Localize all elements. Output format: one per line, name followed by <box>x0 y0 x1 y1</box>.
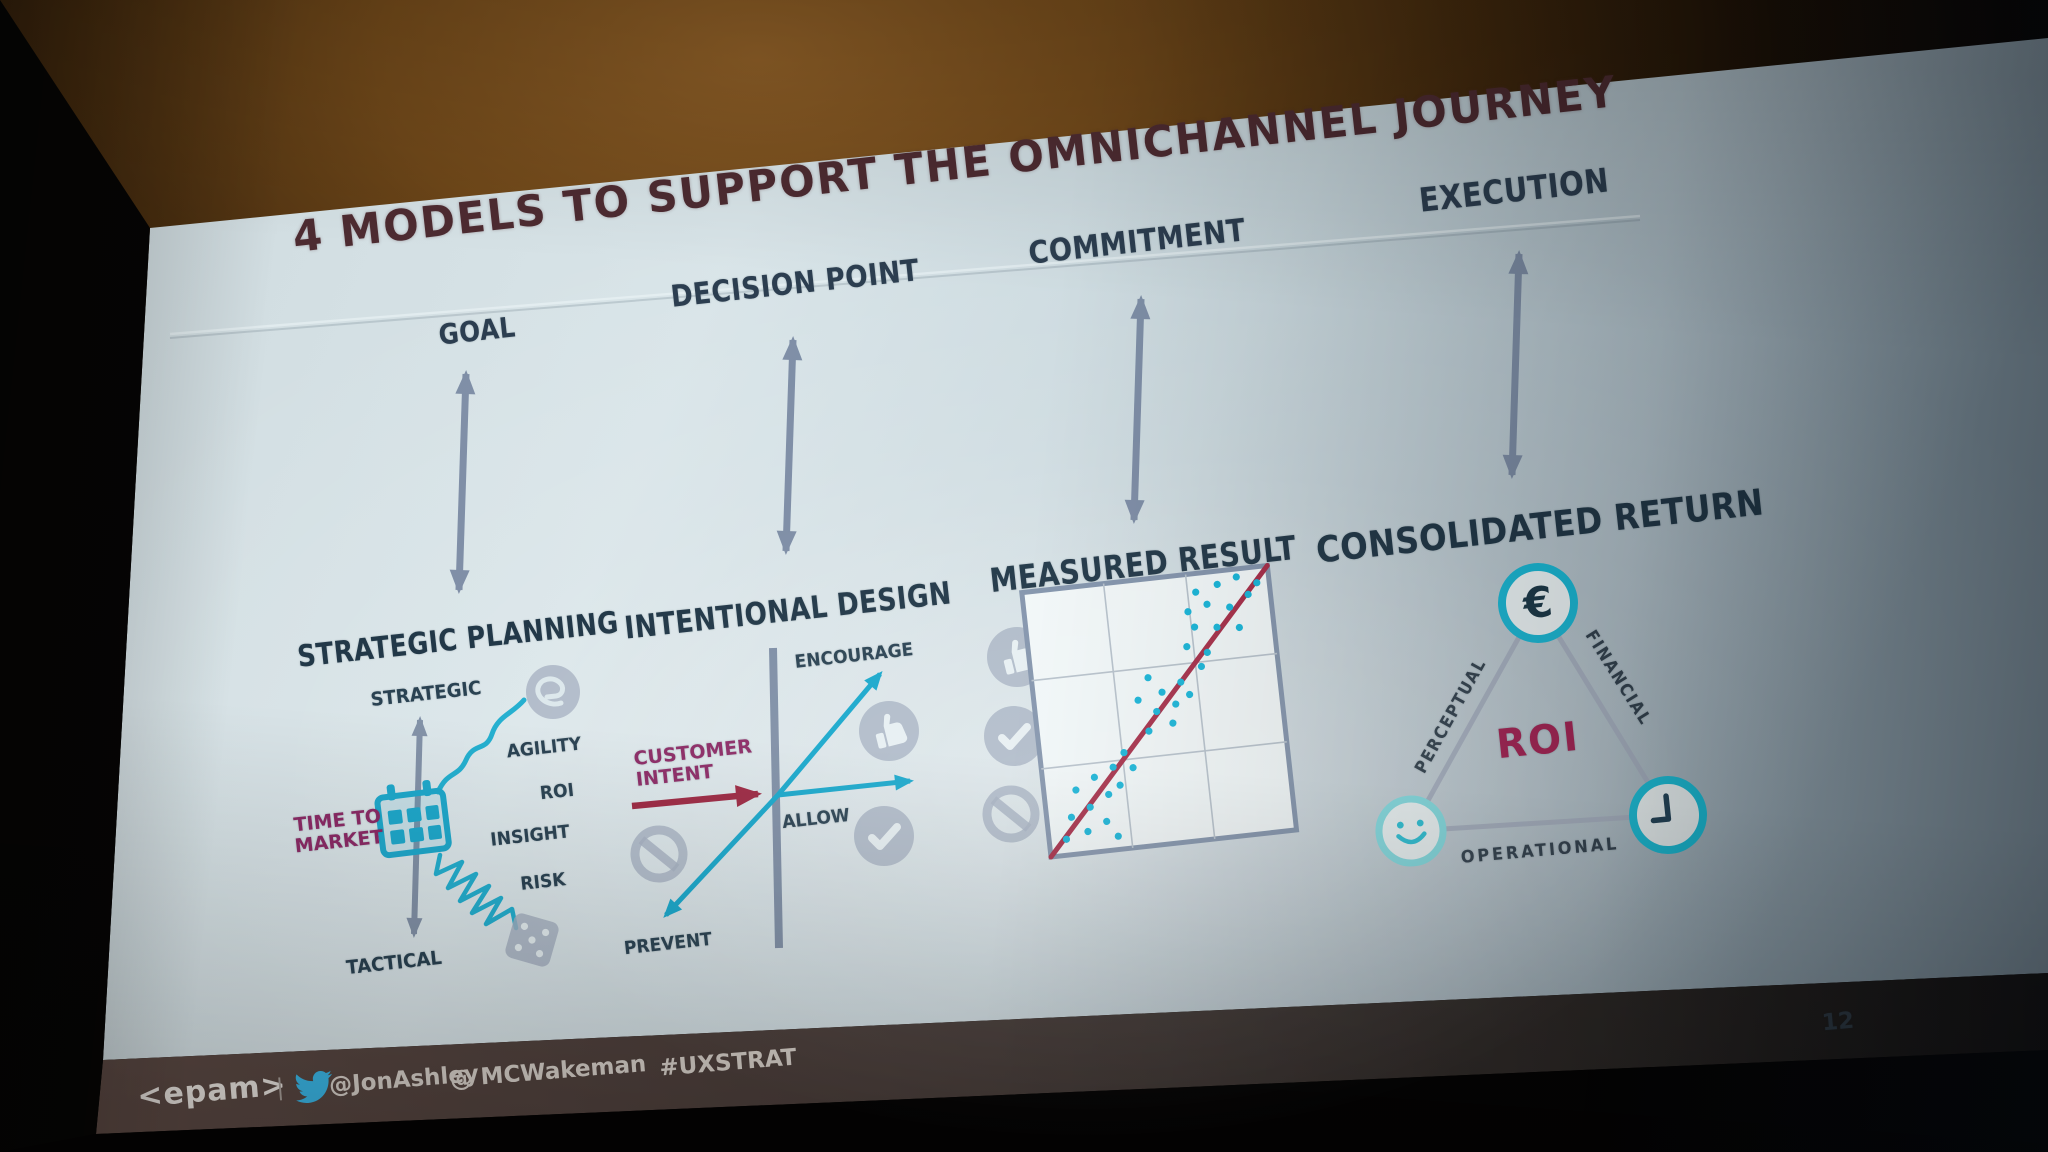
scatter-point <box>1158 688 1166 696</box>
scatter-point <box>1084 827 1092 836</box>
scatter-point <box>1114 832 1122 840</box>
scatter-point <box>1169 719 1177 727</box>
triangle-edges <box>1408 601 1671 834</box>
scatter-point <box>1129 764 1137 772</box>
execution-double-arrow <box>1502 250 1529 479</box>
scatter-point <box>1190 623 1199 631</box>
screen-seam-shadow <box>169 219 1641 339</box>
euro-coin-icon: € <box>1498 563 1578 643</box>
smiley-face-icon <box>1375 795 1447 867</box>
scatter-point <box>1105 790 1113 799</box>
customer-intent-arrow <box>631 785 762 810</box>
scatter-point <box>1244 590 1252 598</box>
scatter-point <box>1184 608 1192 616</box>
strategic-tactical-axis-arrow <box>406 716 428 938</box>
scatter-point <box>1144 674 1152 682</box>
scatter-point <box>1109 763 1117 771</box>
scatter-point <box>1235 623 1243 632</box>
scatter-point <box>1120 749 1128 757</box>
dice-icon <box>505 913 559 967</box>
encourage-arrow <box>776 670 883 797</box>
room-left-shadow <box>0 0 150 1152</box>
goal-double-arrow <box>449 370 476 594</box>
calendar-icon <box>374 779 452 859</box>
allow-arrow <box>777 774 914 798</box>
footer-bar <box>96 973 2048 1134</box>
stage-arrows <box>449 250 1529 594</box>
decision-point-double-arrow <box>776 336 803 555</box>
scatter-point <box>1086 803 1094 811</box>
agile-loop-icon <box>526 665 580 719</box>
euro-glyph: € <box>1520 577 1555 629</box>
scatter-points <box>1062 573 1261 843</box>
roi-center-label: ROI <box>1494 713 1582 769</box>
scatter-point <box>1177 678 1185 686</box>
scatter-point <box>1186 690 1194 699</box>
scatter-point <box>1134 696 1142 704</box>
strategic-planning-diagram <box>374 665 580 967</box>
room-bottom-shadow <box>0 1050 2048 1152</box>
scatter-point <box>1072 786 1080 794</box>
scatter-point <box>1183 643 1191 651</box>
scatter-plot <box>1019 562 1300 860</box>
check-circle-icon <box>854 806 914 866</box>
scatter-grid <box>1031 574 1287 849</box>
prevent-arrow <box>663 793 780 918</box>
scatter-point <box>1213 623 1221 631</box>
scatter-point <box>1145 727 1153 735</box>
commitment-double-arrow <box>1124 295 1151 524</box>
screen-seam-line <box>169 214 1641 336</box>
scatter-point <box>1067 813 1076 821</box>
scatter-point <box>1116 781 1124 789</box>
scatter-point <box>1253 579 1261 587</box>
scatter-point <box>1172 700 1180 708</box>
spring-connector-line <box>433 852 519 931</box>
scatter-point <box>1203 600 1211 608</box>
scatter-point <box>1192 588 1200 596</box>
page-number: 12 <box>1820 1007 1856 1037</box>
scatter-point <box>1226 603 1234 611</box>
twitter-bird-icon <box>294 1070 334 1105</box>
scatter-point <box>1103 817 1111 826</box>
scatter-point <box>1062 835 1071 843</box>
clock-icon <box>1629 776 1707 854</box>
intentional-design-diagram <box>631 647 919 949</box>
scatter-point <box>1203 648 1211 657</box>
measured-result-diagram <box>984 562 1300 860</box>
scatter-point <box>1232 573 1240 581</box>
scatter-point <box>1197 662 1206 671</box>
wavy-connector-line <box>435 697 527 795</box>
thumbs-up-icon <box>859 701 919 761</box>
scatter-point <box>1213 580 1221 589</box>
slide-glow <box>103 38 2048 1060</box>
scatter-point <box>1153 707 1161 716</box>
scatter-point <box>1090 773 1098 781</box>
factor-label-roi: ROI <box>538 779 576 805</box>
consolidated-return-diagram: € <box>1375 563 1707 867</box>
